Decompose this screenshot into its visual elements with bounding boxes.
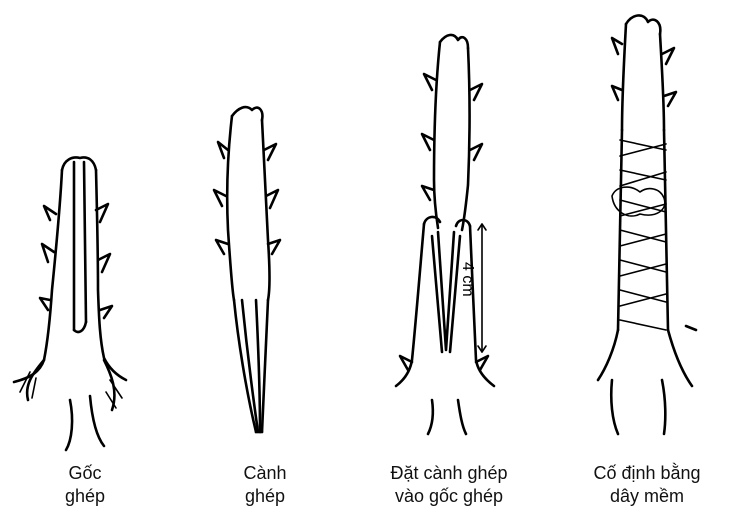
caption-line: vào gốc ghép [364, 485, 534, 508]
caption-insert: Đặt cành ghép vào gốc ghép [364, 462, 534, 508]
caption-line: Đặt cành ghép [364, 462, 534, 485]
caption-tie: Cố định bằng dây mềm [562, 462, 732, 508]
caption-scion: Cành ghép [180, 462, 350, 508]
tied-graft-drawing [598, 15, 696, 434]
caption-rootstock: Gốc ghép [0, 462, 170, 508]
caption-line: Gốc [0, 462, 170, 485]
measurement-label: 4 cm [458, 262, 476, 297]
scion-drawing [214, 107, 280, 432]
caption-line: ghép [180, 485, 350, 508]
caption-line: dây mềm [562, 485, 732, 508]
rootstock-drawing [14, 158, 126, 451]
caption-line: Cành [180, 462, 350, 485]
caption-line: Cố định bằng [562, 462, 732, 485]
caption-line: ghép [0, 485, 170, 508]
insertion-drawing [396, 35, 494, 434]
